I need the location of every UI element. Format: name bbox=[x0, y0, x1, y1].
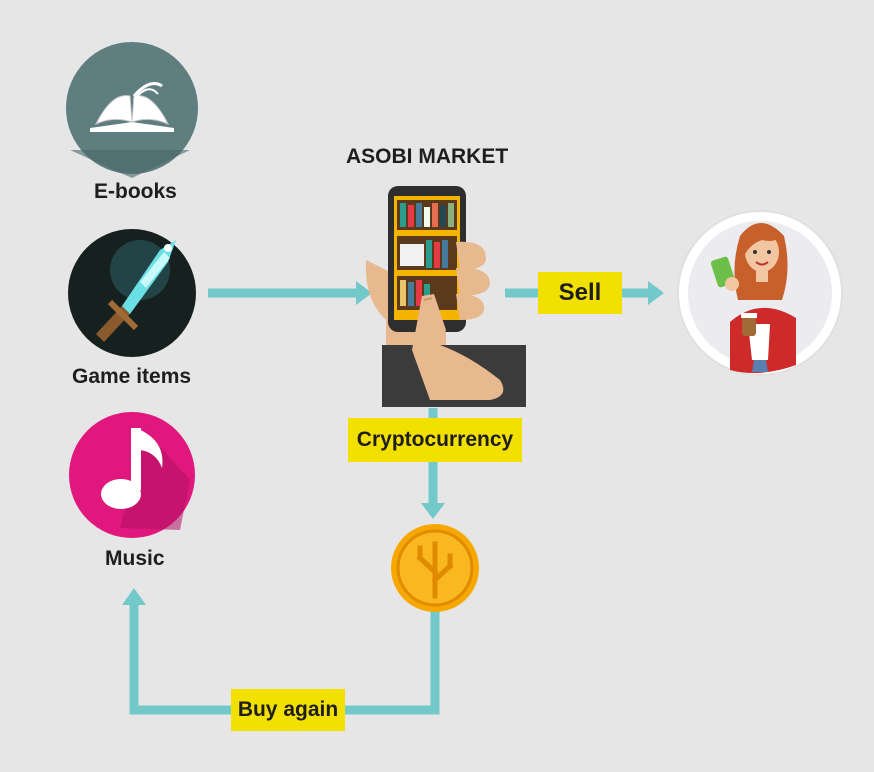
sell-tag: Sell bbox=[538, 272, 622, 314]
item-label-game-items: Game items bbox=[72, 365, 192, 388]
cryptocurrency-tag: Cryptocurrency bbox=[348, 418, 522, 462]
market-title: ASOBI MARKET bbox=[346, 145, 509, 168]
item-label-music: Music bbox=[105, 547, 165, 570]
buy-again-tag: Buy again bbox=[231, 689, 345, 731]
item-label-ebooks: E-books bbox=[94, 180, 177, 203]
